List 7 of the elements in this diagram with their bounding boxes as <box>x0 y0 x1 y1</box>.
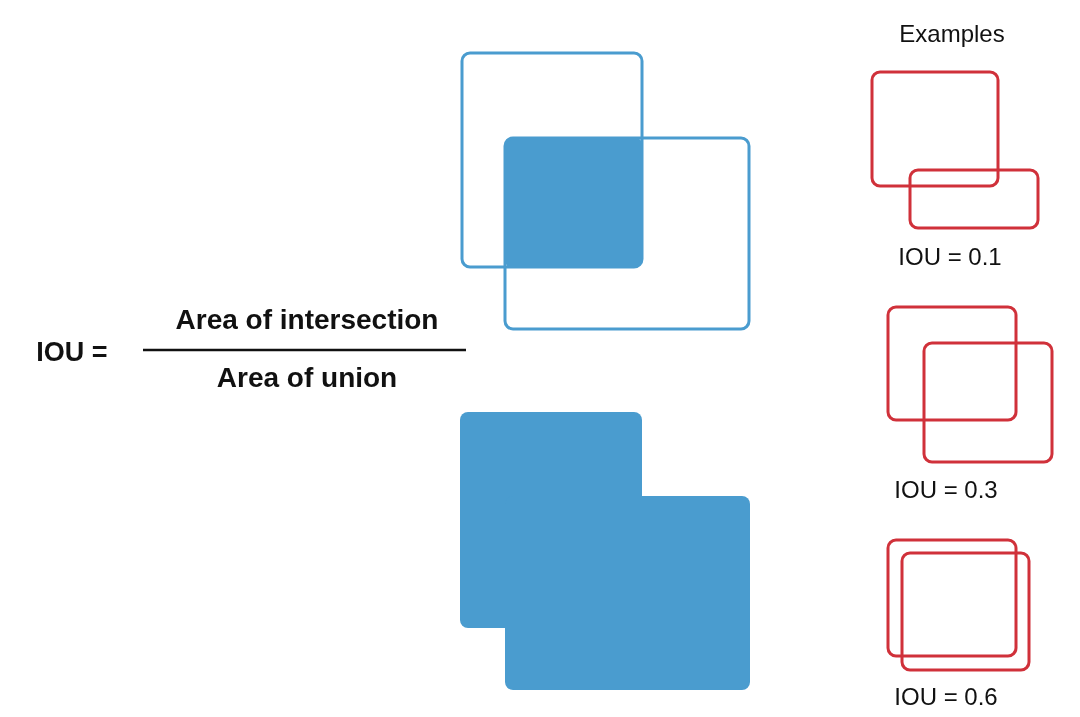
formula-label: IOU = <box>36 336 108 368</box>
iou-value-label: IOU = 0.3 <box>894 476 998 504</box>
heading: Examples <box>899 20 1005 48</box>
numerator-label: Area of intersection <box>175 304 439 336</box>
denominator-label: Area of union <box>216 362 398 394</box>
iou-value-label: IOU = 0.6 <box>894 683 998 711</box>
iou-value-label: IOU = 0.1 <box>898 243 1002 271</box>
